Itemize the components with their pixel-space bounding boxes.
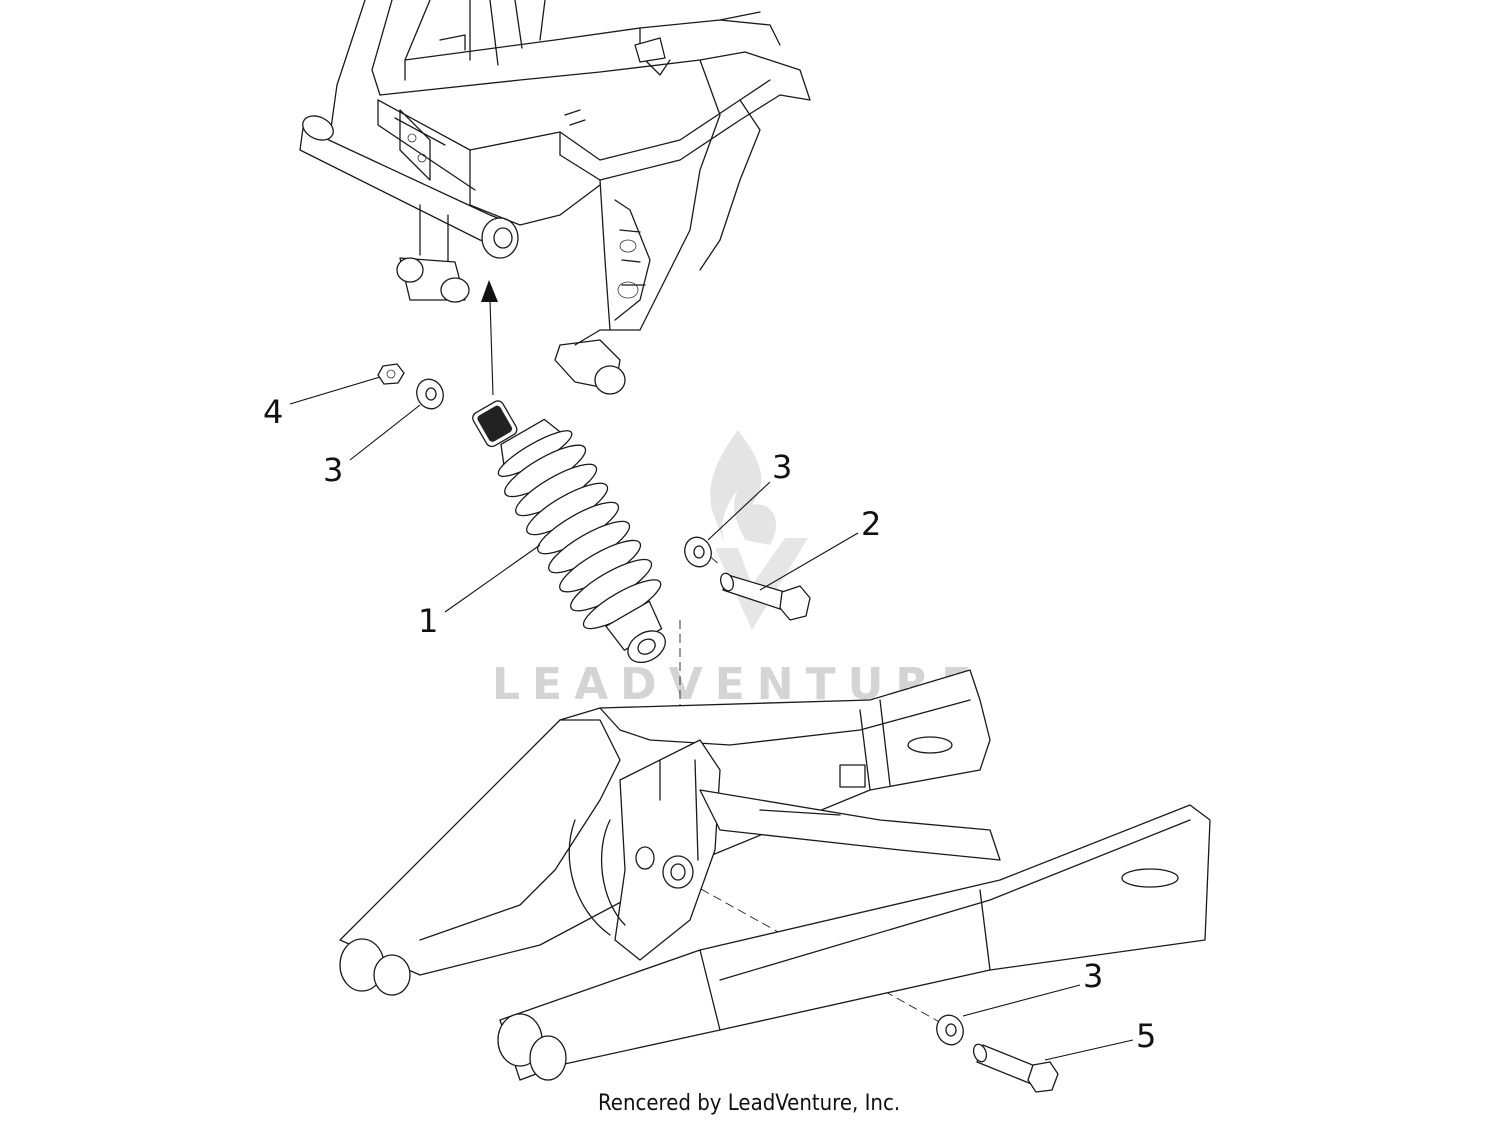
callout-3-upper-left: 3 [323,451,343,489]
watermark: LEADVENTURE [492,430,971,710]
callout-1: 1 [418,602,438,640]
washer-icon [936,1014,964,1046]
frame-assembly [299,0,811,395]
bolt-icon [720,572,811,621]
swingarm [339,669,1211,1081]
callout-3-right: 3 [772,448,792,486]
bolt-icon [972,1043,1059,1093]
shock-absorber [472,400,666,664]
nut-icon [377,363,405,385]
callouts: 4 3 1 3 2 3 5 [263,393,1156,1055]
leader-lines [289,376,1134,1061]
coil-spring [504,444,662,630]
callout-5: 5 [1136,1017,1156,1055]
footer-credit: Rencered by LeadVenture, Inc. [598,1091,900,1116]
callout-4: 4 [263,393,283,431]
watermark-flame-logo-icon [710,430,808,630]
washer-icon [684,536,712,568]
callout-3-bottom: 3 [1083,957,1103,995]
hardware [377,363,1059,1093]
washer-icon [416,378,444,410]
callout-2: 2 [861,505,881,543]
direction-arrow [481,280,498,396]
